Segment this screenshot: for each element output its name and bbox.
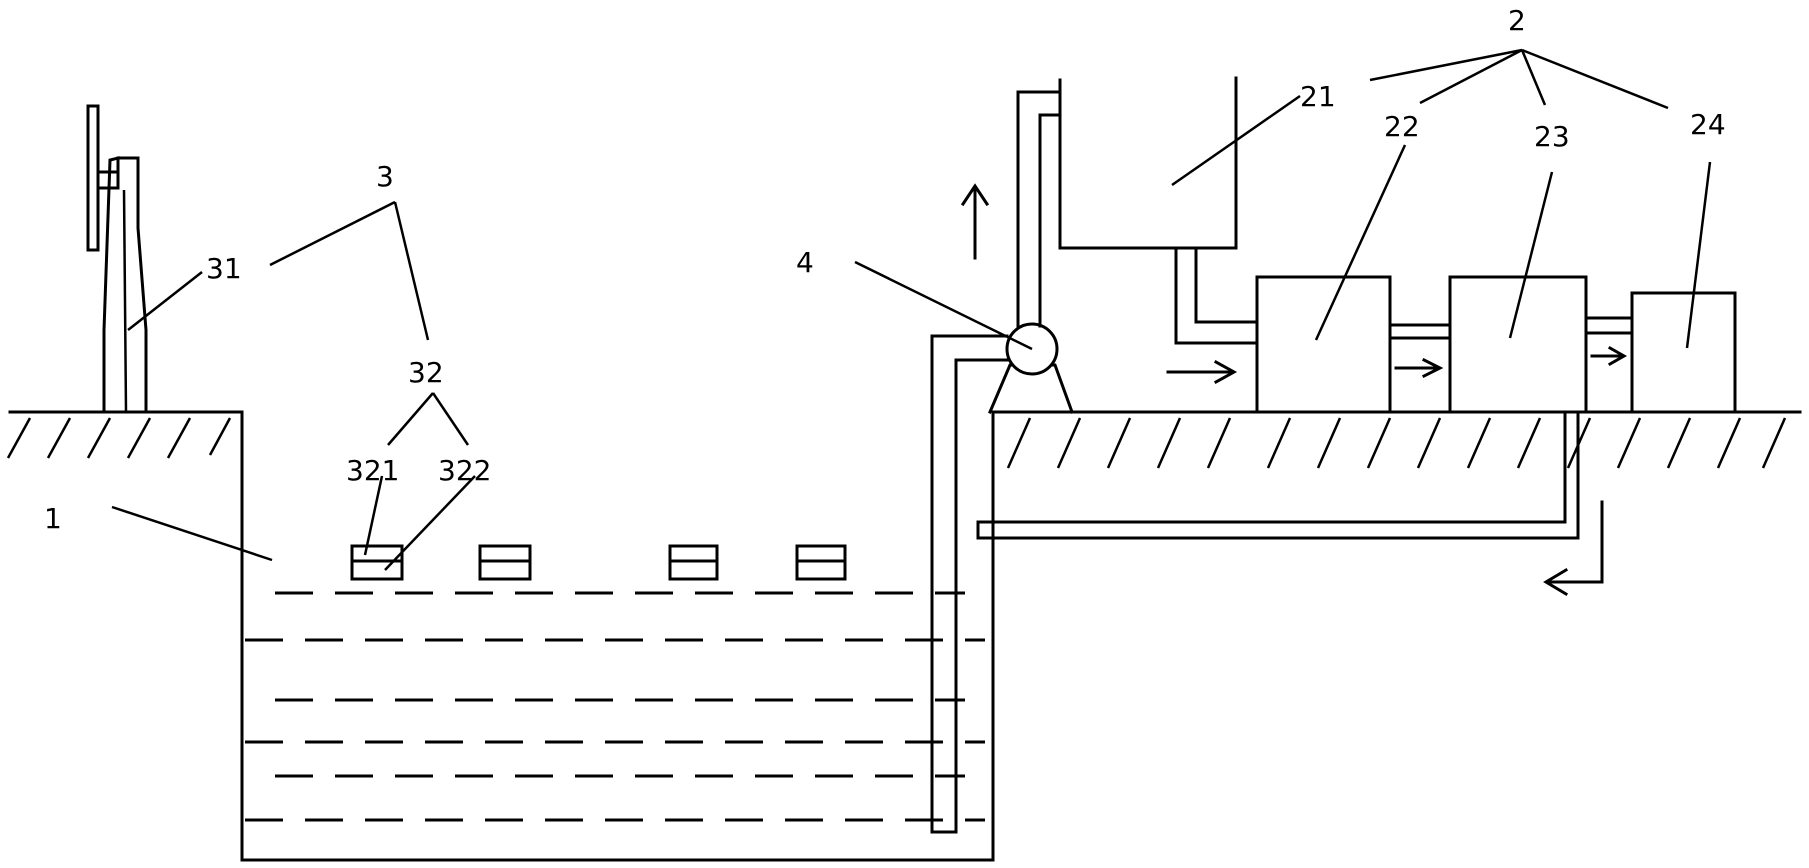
arrow-right-icon bbox=[1166, 359, 1238, 385]
return-pipe bbox=[976, 410, 1580, 540]
arrow-right-icon bbox=[1590, 345, 1628, 367]
label-22: 22 bbox=[1384, 110, 1420, 143]
floating-unit bbox=[795, 544, 847, 581]
label-21: 21 bbox=[1300, 80, 1336, 113]
floating-unit bbox=[668, 544, 719, 581]
arrow-right-icon bbox=[1394, 357, 1444, 379]
floating-unit bbox=[478, 544, 532, 581]
ground-right bbox=[991, 410, 1802, 469]
label-1: 1 bbox=[44, 502, 62, 535]
label-3: 3 bbox=[376, 160, 394, 193]
leader-lines bbox=[111, 48, 1712, 571]
unit-23 bbox=[1448, 275, 1588, 414]
connectors bbox=[1388, 316, 1634, 340]
unit-24 bbox=[1630, 291, 1737, 414]
floating-unit bbox=[350, 544, 404, 581]
label-4: 4 bbox=[796, 246, 814, 279]
ground-left bbox=[6, 410, 244, 459]
suction-pipe bbox=[930, 334, 1009, 834]
label-321: 321 bbox=[346, 454, 399, 487]
label-32: 32 bbox=[408, 356, 444, 389]
pipe-21-22 bbox=[1174, 246, 1259, 345]
label-322: 322 bbox=[438, 454, 491, 487]
water-lines bbox=[245, 591, 985, 822]
wind-turbine bbox=[86, 104, 148, 414]
label-24: 24 bbox=[1690, 108, 1726, 141]
arrow-up-icon bbox=[960, 183, 990, 260]
riser-pipe bbox=[1016, 78, 1062, 328]
tank-21 bbox=[1058, 76, 1238, 250]
arrow-down-left-icon bbox=[1543, 500, 1604, 597]
unit-22 bbox=[1255, 275, 1392, 414]
floating-units bbox=[350, 544, 847, 581]
label-2: 2 bbox=[1508, 4, 1526, 37]
pond bbox=[240, 410, 995, 862]
label-31: 31 bbox=[206, 252, 242, 285]
label-23: 23 bbox=[1534, 120, 1570, 153]
